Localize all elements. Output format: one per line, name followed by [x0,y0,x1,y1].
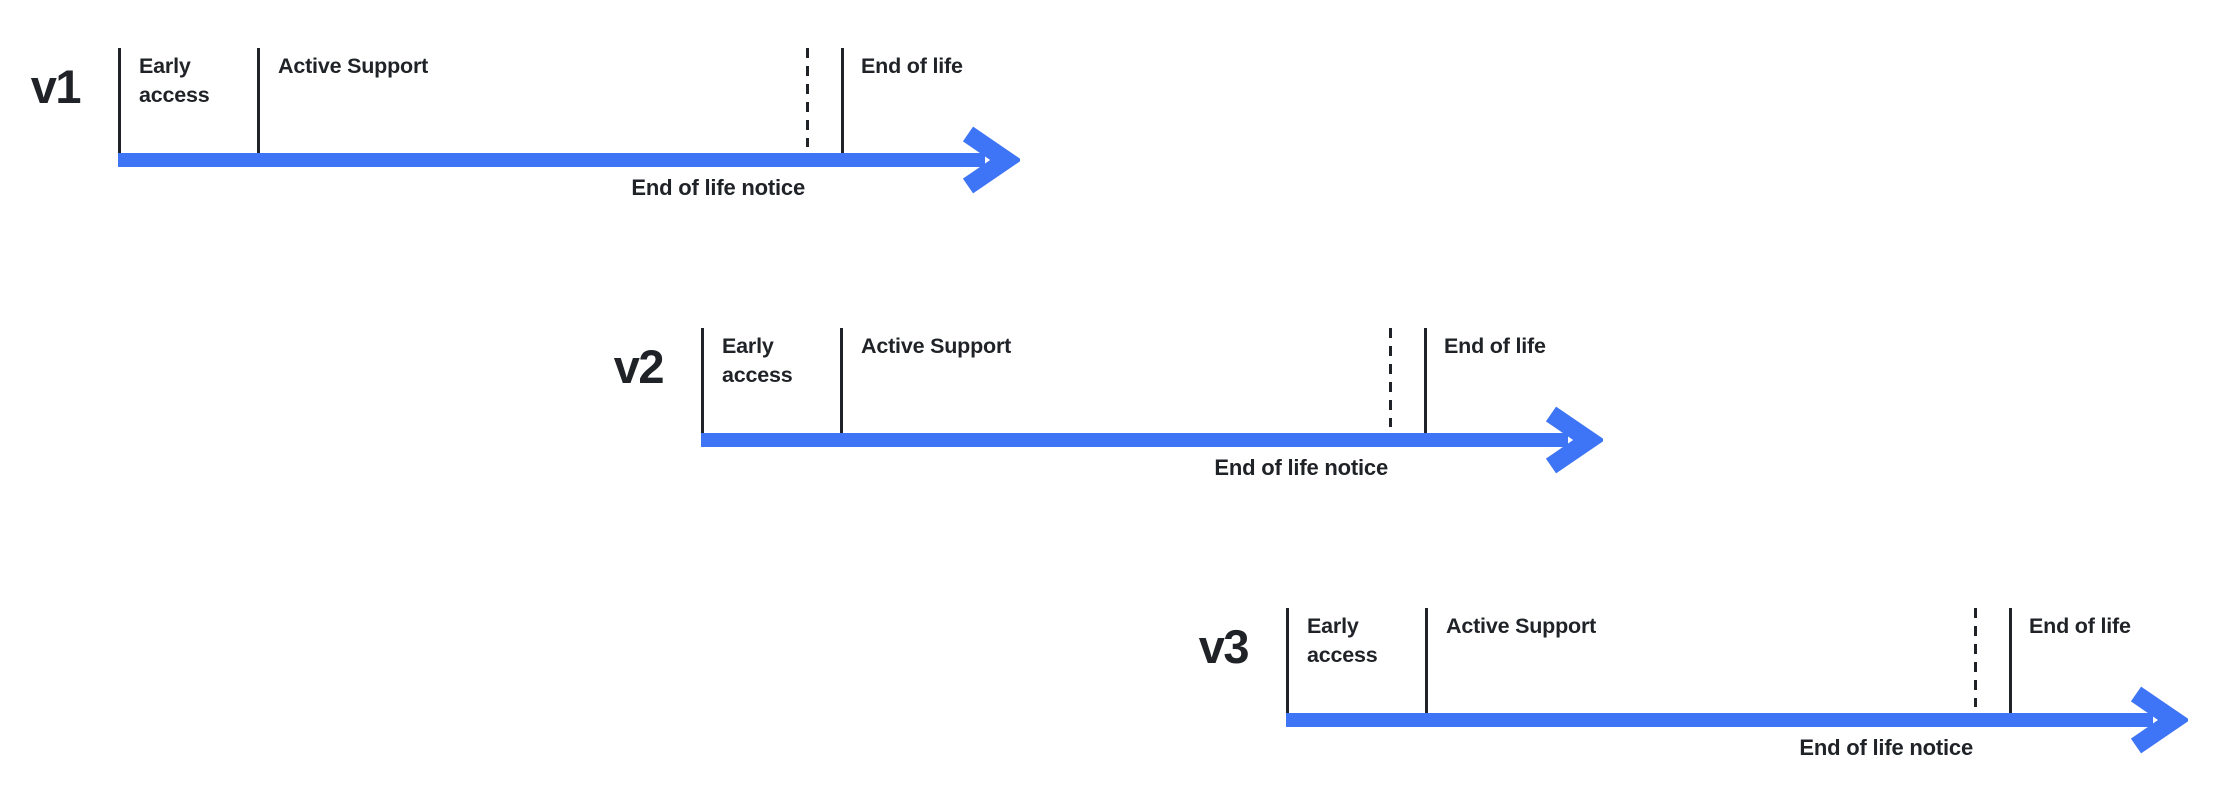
end-of-life-label: End of life [2029,614,2131,638]
early-access-start-tick [118,48,121,153]
timeline-v3: v3 Early access Active Support End of li… [1199,608,2206,776]
active-support-label: Active Support [861,334,1012,358]
end-of-life-tick [1424,328,1427,433]
end-of-life-notice-label: End of life notice [631,175,805,200]
end-of-life-notice-dashed-line [1974,608,1977,707]
version-label: v2 [613,340,665,393]
early-access-start-tick [701,328,704,433]
early-access-label: Early access [139,54,210,108]
timeline-bar [701,433,1568,447]
end-of-life-label: End of life [1444,334,1546,358]
timeline-bar [1286,713,2153,727]
timeline-v2: v2 Early access Active Support End of li… [614,328,1621,496]
end-of-life-notice-label: End of life notice [1214,455,1388,480]
timeline-v1: v1 Early access Active Support End of li… [31,48,1038,216]
early-access-start-tick [1286,608,1289,713]
active-support-start-tick [1425,608,1428,713]
end-of-life-tick [841,48,844,153]
version-label: v3 [1198,620,1250,673]
end-of-life-tick [2009,608,2012,713]
early-access-label: Early access [722,334,793,388]
early-access-label: Early access [1307,614,1378,668]
active-support-start-tick [257,48,260,153]
active-support-label: Active Support [1446,614,1597,638]
active-support-label: Active Support [278,54,429,78]
end-of-life-notice-dashed-line [806,48,809,147]
arrowhead-icon [1545,406,1603,474]
end-of-life-notice-dashed-line [1389,328,1392,427]
arrowhead-icon [2130,686,2188,754]
version-label: v1 [30,60,82,113]
arrowhead-icon [962,126,1020,194]
end-of-life-label: End of life [861,54,963,78]
end-of-life-notice-label: End of life notice [1799,735,1973,760]
active-support-start-tick [840,328,843,433]
timeline-bar [118,153,985,167]
